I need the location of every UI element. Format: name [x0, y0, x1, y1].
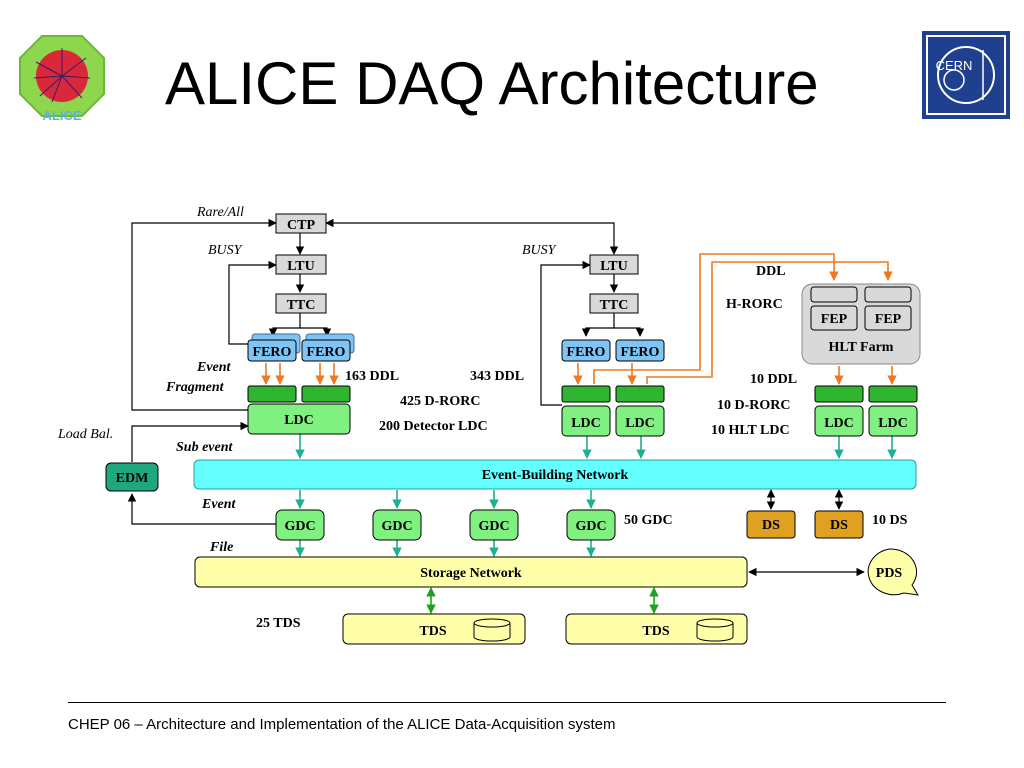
- svg-text:LDC: LDC: [878, 416, 908, 431]
- gdc-box-4: GDC: [566, 509, 616, 541]
- svg-text:LTU: LTU: [287, 259, 315, 274]
- pds-box: PDS: [867, 548, 919, 596]
- svg-text:GDC: GDC: [478, 519, 509, 534]
- svg-text:FERO: FERO: [621, 345, 660, 360]
- event-fragment-label-1: Event: [196, 360, 232, 375]
- svg-text:TTC: TTC: [287, 298, 316, 313]
- svg-text:GDC: GDC: [575, 519, 606, 534]
- sub-event-label: Sub event: [176, 440, 234, 455]
- load-bal-label: Load Bal.: [57, 427, 113, 442]
- hlt-farm: FEP FEP HLT Farm: [801, 283, 921, 365]
- alice-logo-text: ALICE: [43, 108, 82, 122]
- svg-text:GDC: GDC: [284, 519, 315, 534]
- fero-box-right-2: FERO: [615, 339, 665, 362]
- fero-box-right-1: FERO: [561, 339, 611, 362]
- daq-architecture-diagram: CTP LTU TTC LTU TTC FERO FERO FERO FERO: [57, 205, 921, 645]
- fero-box-left-2: FERO: [301, 333, 355, 362]
- svg-text:DS: DS: [830, 518, 848, 533]
- drorc-425-label: 425 D-RORC: [400, 394, 481, 409]
- hlt-ldc-10-label: 10 HLT LDC: [711, 423, 790, 438]
- cern-logo: CERN: [921, 30, 1011, 120]
- ddl-10-label: 10 DDL: [750, 372, 797, 387]
- busy-label-right: BUSY: [522, 243, 558, 258]
- hlt-ldc-box-1: LDC: [814, 405, 864, 437]
- event-building-network: Event-Building Network: [193, 459, 917, 490]
- svg-text:FERO: FERO: [567, 345, 606, 360]
- busy-label-left: BUSY: [208, 243, 244, 258]
- hrorc-label: H-RORC: [726, 297, 783, 312]
- fep-box-2: [864, 305, 912, 331]
- ttc-box-right: TTC: [589, 293, 639, 314]
- hlt-ldc-box-2: LDC: [868, 405, 918, 437]
- tds-box-1: TDS: [342, 613, 526, 645]
- cern-logo-text: CERN: [936, 58, 973, 73]
- svg-text:FEP: FEP: [875, 312, 902, 327]
- drorc-bars: [247, 385, 918, 403]
- ldc-box-right-2: LDC: [615, 405, 665, 437]
- ldc-box-right-1: LDC: [561, 405, 611, 437]
- event-label: Event: [201, 497, 237, 512]
- ddl-163-label: 163 DDL: [345, 369, 399, 384]
- ltu-box-right: LTU: [589, 254, 639, 275]
- gdc-box-2: GDC: [372, 509, 422, 541]
- ltu-box-left: LTU: [275, 254, 327, 275]
- svg-text:FERO: FERO: [253, 345, 292, 360]
- ttc-box-left: TTC: [275, 293, 327, 314]
- ds-box-1: DS: [746, 510, 796, 539]
- svg-text:TTC: TTC: [600, 298, 629, 313]
- svg-text:TDS: TDS: [419, 624, 446, 639]
- svg-text:Storage Network: Storage Network: [420, 566, 522, 581]
- ds-box-2: DS: [814, 510, 864, 539]
- svg-text:LTU: LTU: [600, 259, 628, 274]
- svg-text:PDS: PDS: [876, 566, 903, 581]
- svg-text:DS: DS: [762, 518, 780, 533]
- footer-text: CHEP 06 – Architecture and Implementatio…: [68, 716, 616, 733]
- tds-box-2: TDS: [565, 613, 748, 645]
- svg-text:FERO: FERO: [307, 345, 346, 360]
- ldc-box-left: LDC: [247, 403, 351, 435]
- svg-text:CTP: CTP: [287, 218, 315, 233]
- svg-text:LDC: LDC: [824, 416, 854, 431]
- page-title: ALICE DAQ Architecture: [165, 50, 819, 117]
- disk-icon: [696, 618, 734, 642]
- hlt-farm-label: HLT Farm: [829, 340, 894, 355]
- svg-text:FEP: FEP: [821, 312, 848, 327]
- svg-text:LDC: LDC: [571, 416, 601, 431]
- svg-text:Event-Building Network: Event-Building Network: [482, 468, 629, 483]
- fero-box-left-1: FERO: [247, 333, 301, 362]
- fep-box-1: [810, 305, 858, 331]
- svg-text:GDC: GDC: [381, 519, 412, 534]
- footer-divider: [68, 702, 946, 703]
- storage-network: Storage Network: [194, 556, 748, 588]
- edm-box: EDM: [105, 462, 159, 492]
- ctp-box: CTP: [275, 213, 327, 234]
- tds-25-label: 25 TDS: [256, 616, 301, 631]
- gdc-box-3: GDC: [469, 509, 519, 541]
- rare-all-label: Rare/All: [196, 205, 244, 220]
- gdc-50-label: 50 GDC: [624, 513, 673, 528]
- drorc-10-label: 10 D-RORC: [717, 398, 791, 413]
- ds-10-label: 10 DS: [872, 513, 908, 528]
- ddl-label: DDL: [756, 264, 786, 279]
- gdc-box-1: GDC: [275, 509, 325, 541]
- svg-text:LDC: LDC: [284, 413, 314, 428]
- alice-logo: ALICE: [16, 32, 108, 123]
- ldc-200-label: 200 Detector LDC: [379, 419, 488, 434]
- svg-text:TDS: TDS: [642, 624, 669, 639]
- ddl-343-label: 343 DDL: [470, 369, 524, 384]
- file-label: File: [209, 540, 233, 555]
- event-fragment-label-2: Fragment: [165, 380, 225, 395]
- svg-text:LDC: LDC: [625, 416, 655, 431]
- svg-text:EDM: EDM: [116, 471, 149, 486]
- disk-icon: [473, 618, 511, 642]
